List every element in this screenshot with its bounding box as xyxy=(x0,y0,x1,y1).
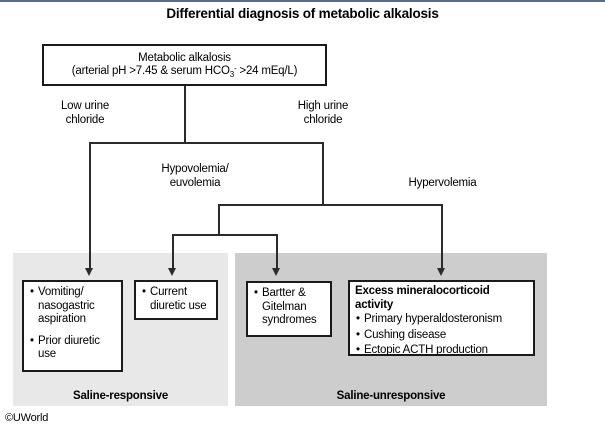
box-current-diuretic-l1: Current xyxy=(150,286,187,298)
connector-high-chloride-stem xyxy=(322,142,324,205)
box-current-diuretic-list: Current diuretic use xyxy=(136,282,216,319)
connector-to-bartter-stem xyxy=(172,234,174,272)
box-vomiting-list: Vomiting/ nasogastric aspiration Prior d… xyxy=(24,282,121,368)
box-vomiting-item1-l2: nasogastric xyxy=(38,299,95,312)
box-excess-mineralocorticoid: Excess mineralocorticoid activity Primar… xyxy=(348,280,535,357)
list-item: Ectopic ACTH production xyxy=(356,344,528,358)
box-bartter-l1: Bartter & xyxy=(262,287,306,299)
edge-label-hypovolemia-euvolemia: Hypovolemia/ euvolemia xyxy=(130,163,260,190)
edge-label-high-urine-chloride-l2: chloride xyxy=(303,113,343,126)
page-title: Differential diagnosis of metabolic alka… xyxy=(166,6,439,21)
connector-hypervolemia-stem xyxy=(441,204,443,272)
arrowhead-to-vomiting-box xyxy=(84,268,93,276)
list-item: Cushing disease xyxy=(356,329,528,343)
bicarbonate-subscript: 3 xyxy=(229,70,234,79)
box-bartter-list: Bartter & Gitelman syndromes xyxy=(248,283,330,334)
panel-label-saline-responsive: Saline-responsive xyxy=(72,390,169,402)
box-vomiting-item1-l1: Vomiting/ xyxy=(38,286,84,298)
box-mineralocorticoid-heading: Excess mineralocorticoid activity xyxy=(350,282,533,312)
box-vomiting-item2-l2: use xyxy=(38,348,56,360)
list-item: Current diuretic use xyxy=(142,286,211,313)
edge-label-low-urine-chloride-l2: chloride xyxy=(65,113,105,126)
box-bartter-l2: Gitelman xyxy=(262,300,307,313)
panel-label-saline-unresponsive: Saline-unresponsive xyxy=(336,390,446,402)
root-box-line2-prefix: (arterial pH >7.45 & serum HCO xyxy=(71,65,230,77)
list-item: Vomiting/ nasogastric aspiration xyxy=(30,286,116,327)
list-item: Bartter & Gitelman syndromes xyxy=(254,287,325,328)
edge-label-hypervolemia: Hypervolemia xyxy=(408,177,477,189)
connector-hypovolemia-stem xyxy=(218,204,220,235)
box-mineralocorticoid-list: Primary hyperaldosteronism Cushing disea… xyxy=(350,313,533,364)
root-box-metabolic-alkalosis: Metabolic alkalosis (arterial pH >7.45 &… xyxy=(42,44,327,86)
box-vomiting-item1-l3: aspiration xyxy=(38,313,86,325)
edge-label-low-urine-chloride: Low urine chloride xyxy=(30,100,140,127)
box-vomiting-item2-l1: Prior diuretic xyxy=(38,334,100,347)
arrowhead-to-mineralocorticoid-box xyxy=(436,268,445,276)
box-vomiting-nasogastric: Vomiting/ nasogastric aspiration Prior d… xyxy=(22,280,123,372)
connector-to-current-diuretic-stem xyxy=(276,234,278,272)
box-bartter-gitelman: Bartter & Gitelman syndromes xyxy=(246,281,332,337)
connector-split3-horizontal xyxy=(172,234,278,236)
edge-label-low-urine-chloride-l1: Low urine xyxy=(60,100,110,112)
box-current-diuretic-use: Current diuretic use xyxy=(134,280,218,320)
list-item: Primary hyperaldosteronism xyxy=(356,313,528,327)
root-box-line2: (arterial pH >7.45 & serum HCO3- >24 mEq… xyxy=(71,64,298,79)
list-item: Prior diuretic use xyxy=(30,335,116,362)
box-current-diuretic-l2: diuretic use xyxy=(150,299,207,312)
root-box-line2-suffix: >24 mEq/L) xyxy=(236,65,298,77)
arrowhead-to-current-diuretic-box xyxy=(271,268,280,276)
copyright-notice: ©UWorld xyxy=(5,412,49,424)
box-mineralocorticoid-heading-l2: activity xyxy=(355,298,394,311)
edge-label-high-urine-chloride: High urine chloride xyxy=(268,100,378,127)
box-bartter-l3: syndromes xyxy=(262,314,317,326)
arrowhead-to-bartter-box xyxy=(167,268,176,276)
box-mineralocorticoid-heading-l1: Excess mineralocorticoid xyxy=(355,285,490,297)
connector-split1-horizontal xyxy=(89,142,324,144)
root-box-line1: Metabolic alkalosis xyxy=(138,51,231,64)
bicarbonate-charge-superscript: - xyxy=(233,64,237,73)
connector-split2-horizontal xyxy=(218,204,443,206)
top-border-rule xyxy=(0,0,605,2)
edge-label-high-urine-chloride-l1: High urine xyxy=(297,100,349,112)
connector-root-trunk xyxy=(184,86,186,143)
connector-low-chloride-stem xyxy=(89,142,91,272)
edge-label-hypovolemia-l2: euvolemia xyxy=(169,176,221,189)
edge-label-hypovolemia-l1: Hypovolemia/ xyxy=(161,163,229,175)
